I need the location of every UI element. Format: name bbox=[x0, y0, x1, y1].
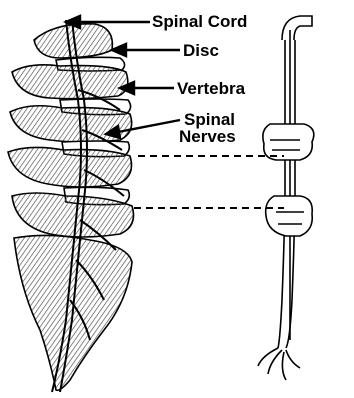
upper-hand bbox=[263, 124, 314, 160]
hose-analogy bbox=[258, 16, 314, 380]
label-disc: Disc bbox=[183, 42, 219, 59]
dashed-connectors bbox=[134, 156, 284, 208]
label-vertebra: Vertebra bbox=[177, 80, 245, 97]
label-spinal-cord: Spinal Cord bbox=[152, 13, 247, 30]
frayed-end bbox=[258, 348, 300, 380]
vertebral-column bbox=[8, 24, 134, 390]
hose-elbow bbox=[282, 16, 312, 40]
vertebra-2 bbox=[12, 65, 128, 99]
lower-hand bbox=[266, 196, 313, 236]
arrow-head-disc bbox=[112, 44, 126, 56]
label-spinal-nerves-line2: Nerves bbox=[179, 128, 236, 145]
hose-outer bbox=[278, 40, 285, 348]
vertebra-4 bbox=[8, 147, 132, 187]
label-spinal-nerves-line1: Spinal bbox=[184, 111, 235, 128]
